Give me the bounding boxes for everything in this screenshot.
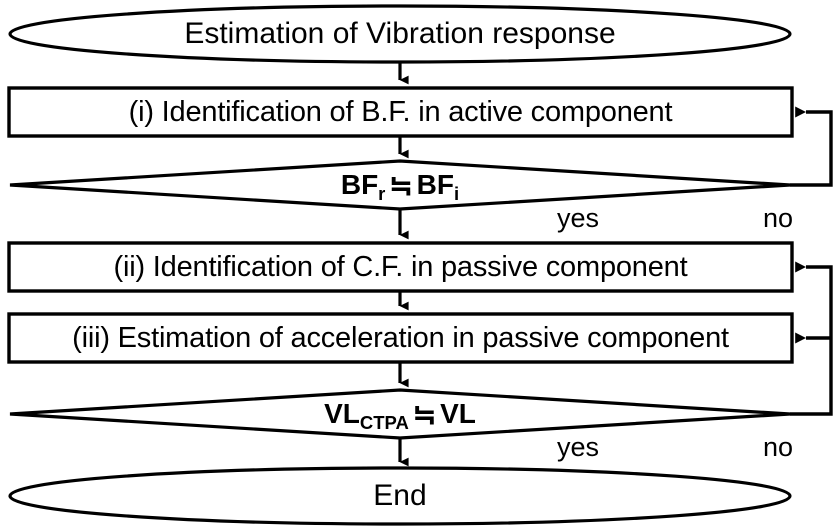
node-step-ii-box bbox=[7, 241, 794, 293]
node-decision-vl-diamond bbox=[9, 388, 791, 440]
node-step-iii-box bbox=[7, 312, 794, 364]
connector-decision-vl-no-loop bbox=[790, 261, 833, 416]
connector-decision-bf-no-loop bbox=[790, 106, 833, 187]
node-end-terminator bbox=[8, 466, 792, 526]
node-step-i-box bbox=[7, 86, 794, 138]
node-decision-bf-diamond bbox=[9, 159, 791, 211]
node-start-terminator bbox=[8, 4, 792, 64]
